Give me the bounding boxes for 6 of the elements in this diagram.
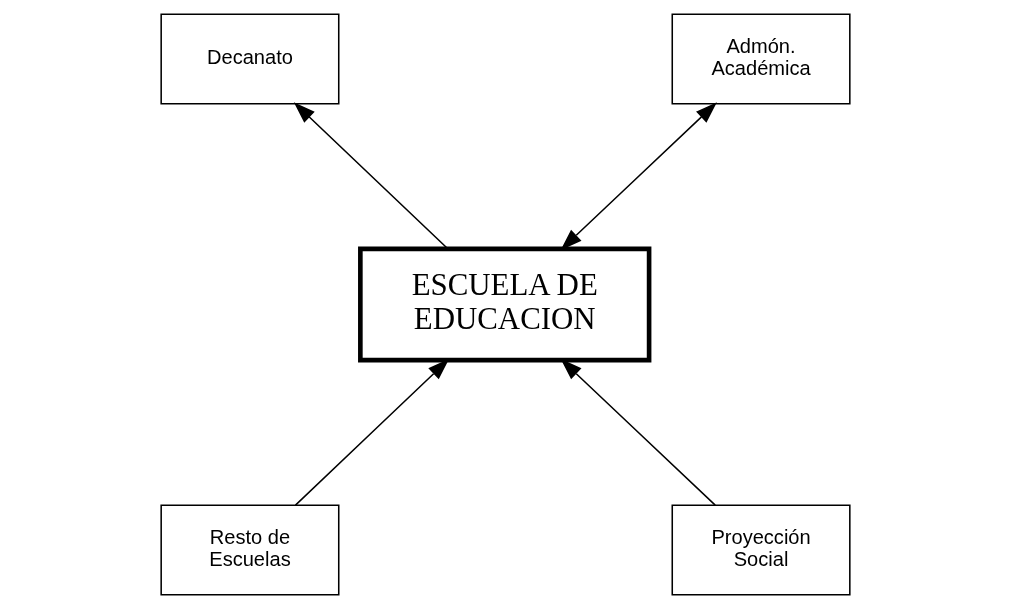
node-box: Proyección Social xyxy=(671,504,851,596)
node-box: Decanato xyxy=(159,13,339,105)
node-box: ESCUELA DE EDUCACION xyxy=(357,246,651,363)
node-box: Resto de Escuelas xyxy=(159,504,339,596)
arrow xyxy=(293,102,448,250)
node-box: Admón. Académica xyxy=(671,13,851,105)
